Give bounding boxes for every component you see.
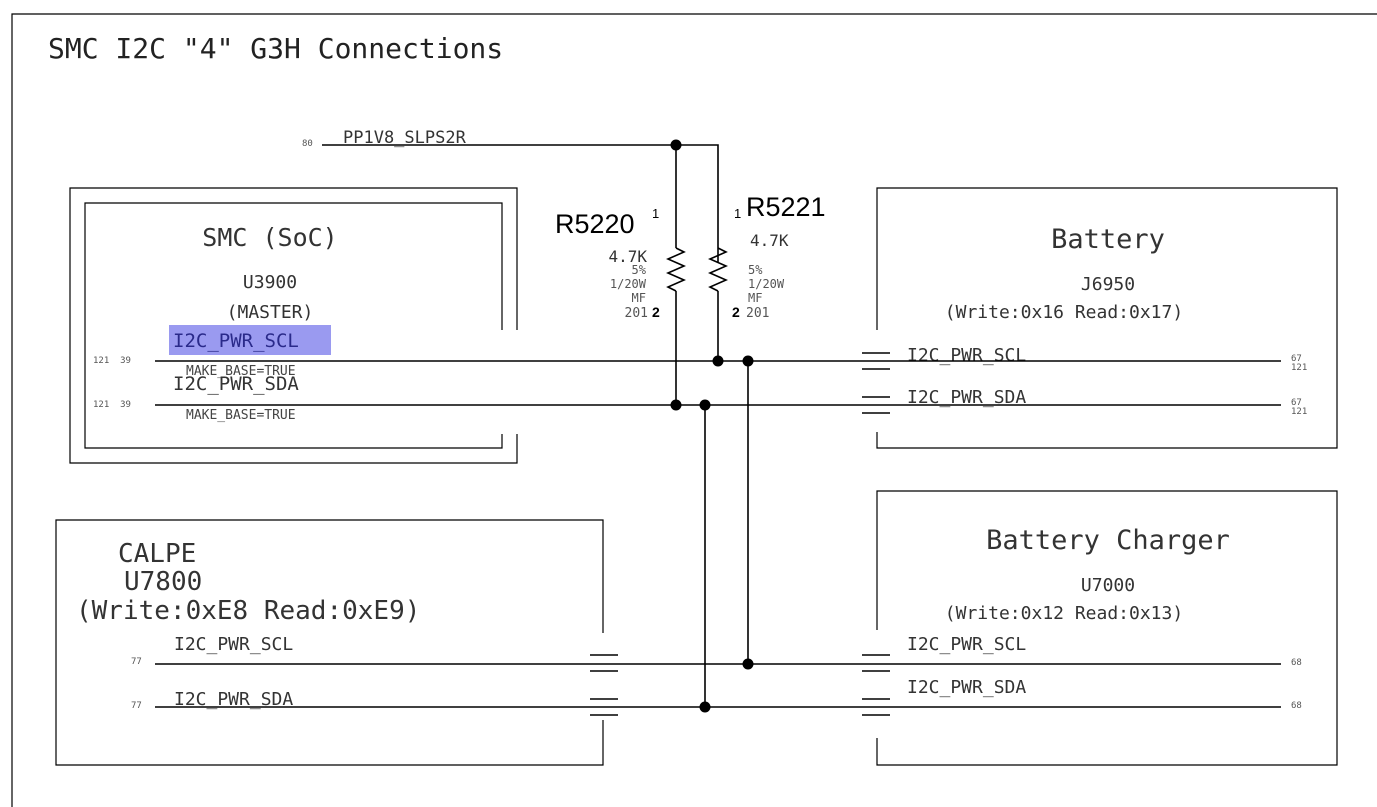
r5221-ref: R5221 <box>746 192 826 222</box>
calpe-scl-label[interactable]: I2C_PWR_SCL <box>174 634 293 655</box>
resistor-zigzag <box>666 247 686 292</box>
connector-mark <box>862 352 890 370</box>
calpe-address: (Write:0xE8 Read:0xE9) <box>76 596 420 626</box>
smc-role: (MASTER) <box>227 302 314 323</box>
resistor-zigzag <box>708 247 728 292</box>
charger-sda-label[interactable]: I2C_PWR_SDA <box>907 677 1026 698</box>
charger-name: Battery Charger <box>986 525 1230 556</box>
r5221-power: 1/20W <box>748 277 785 291</box>
resistor-r5221[interactable]: 1 R5221 4.7K 5% 1/20W MF 2 201 <box>708 192 826 361</box>
smc-ref: U3900 <box>243 272 297 293</box>
junction-dot <box>742 658 754 670</box>
smc-sda-property: MAKE_BASE=TRUE <box>186 408 296 423</box>
smc-name: SMC (SoC) <box>202 223 337 252</box>
charger-frame <box>876 490 1338 766</box>
battery-sda-label[interactable]: I2C_PWR_SDA <box>907 387 1026 408</box>
supply-page-ref: 80 <box>302 139 313 149</box>
sda-net[interactable] <box>155 399 1281 713</box>
charger-ref: U7000 <box>1081 575 1135 596</box>
r5220-value: 4.7K <box>608 247 647 266</box>
junction-dot <box>670 399 682 411</box>
junction-dot <box>699 399 711 411</box>
supply-wire <box>322 144 719 262</box>
charger-scl-ref: 68 <box>1291 658 1302 668</box>
smc-scl-label[interactable]: I2C_PWR_SCL <box>173 330 299 352</box>
r5220-ref: R5220 <box>555 209 635 239</box>
connector-mark <box>590 698 618 716</box>
r5220-pin1: 1 <box>652 206 659 221</box>
r5220-package: 201 <box>625 306 648 321</box>
battery-scl-ref: 67 <box>1291 354 1302 364</box>
resistor-r5220[interactable]: R5220 1 4.7K 5% 1/20W MF 201 2 <box>555 206 686 405</box>
connector-mark <box>862 396 890 414</box>
smc-scl-property: MAKE_BASE=TRUE <box>186 364 296 379</box>
r5221-value: 4.7K <box>750 231 789 250</box>
connector-marks <box>590 352 890 716</box>
calpe-sda-ref: 77 <box>131 701 142 711</box>
supply-net[interactable]: 80 PP1V8_SLPS2R <box>302 128 719 262</box>
r5220-power: 1/20W <box>610 277 647 291</box>
charger-sda-ref: 68 <box>1291 701 1302 711</box>
battery-sda-ref: 67 <box>1291 398 1302 408</box>
connector-mark <box>590 654 618 672</box>
r5220-tolerance: 5% <box>632 263 647 277</box>
connector-mark <box>862 698 890 716</box>
r5220-pin2: 2 <box>652 304 660 320</box>
smc-scl-page-refs: 121 39 <box>93 356 131 366</box>
battery-frame <box>876 187 1338 449</box>
smc-block[interactable]: SMC (SoC) U3900 (MASTER) I2C_PWR_SCL MAK… <box>69 187 518 464</box>
sheet-border <box>11 13 1377 807</box>
calpe-block[interactable]: CALPE U7800 (Write:0xE8 Read:0xE9) I2C_P… <box>55 519 604 766</box>
junction-dot <box>742 355 754 367</box>
charger-scl-label[interactable]: I2C_PWR_SCL <box>907 634 1026 655</box>
junction-dot <box>699 701 711 713</box>
charger-address: (Write:0x12 Read:0x13) <box>945 603 1183 624</box>
calpe-scl-ref: 77 <box>131 657 142 667</box>
charger-block[interactable]: Battery Charger U7000 (Write:0x12 Read:0… <box>876 490 1338 766</box>
battery-sda-ref2: 121 <box>1291 407 1307 417</box>
battery-address: (Write:0x16 Read:0x17) <box>945 302 1183 323</box>
battery-name: Battery <box>1051 224 1165 255</box>
r5221-type: MF <box>748 291 762 305</box>
smc-sda-label[interactable]: I2C_PWR_SDA <box>173 373 299 395</box>
r5221-package: 201 <box>746 306 769 321</box>
junction-dot <box>712 355 724 367</box>
r5221-pin2: 2 <box>732 304 740 320</box>
r5220-type: MF <box>632 291 646 305</box>
page-title: SMC I2C "4" G3H Connections <box>48 32 503 65</box>
net-highlight <box>169 325 331 355</box>
battery-block[interactable]: Battery J6950 (Write:0x16 Read:0x17) I2C… <box>876 187 1338 449</box>
calpe-name: CALPE <box>118 539 196 569</box>
r5221-pin1: 1 <box>734 206 741 221</box>
junction-dot <box>670 139 682 151</box>
calpe-ref: U7800 <box>124 567 202 597</box>
battery-scl-ref2: 121 <box>1291 363 1307 373</box>
r5221-tolerance: 5% <box>748 263 763 277</box>
calpe-sda-label[interactable]: I2C_PWR_SDA <box>174 689 293 710</box>
scl-net[interactable] <box>155 355 1281 670</box>
supply-net-label: PP1V8_SLPS2R <box>343 128 467 148</box>
battery-scl-label[interactable]: I2C_PWR_SCL <box>907 345 1026 366</box>
battery-ref: J6950 <box>1081 274 1135 295</box>
calpe-frame <box>55 519 604 766</box>
connector-mark <box>862 654 890 672</box>
smc-sda-page-refs: 121 39 <box>93 400 131 410</box>
smc-inner-frame <box>84 202 503 449</box>
smc-outer-frame <box>69 187 518 464</box>
